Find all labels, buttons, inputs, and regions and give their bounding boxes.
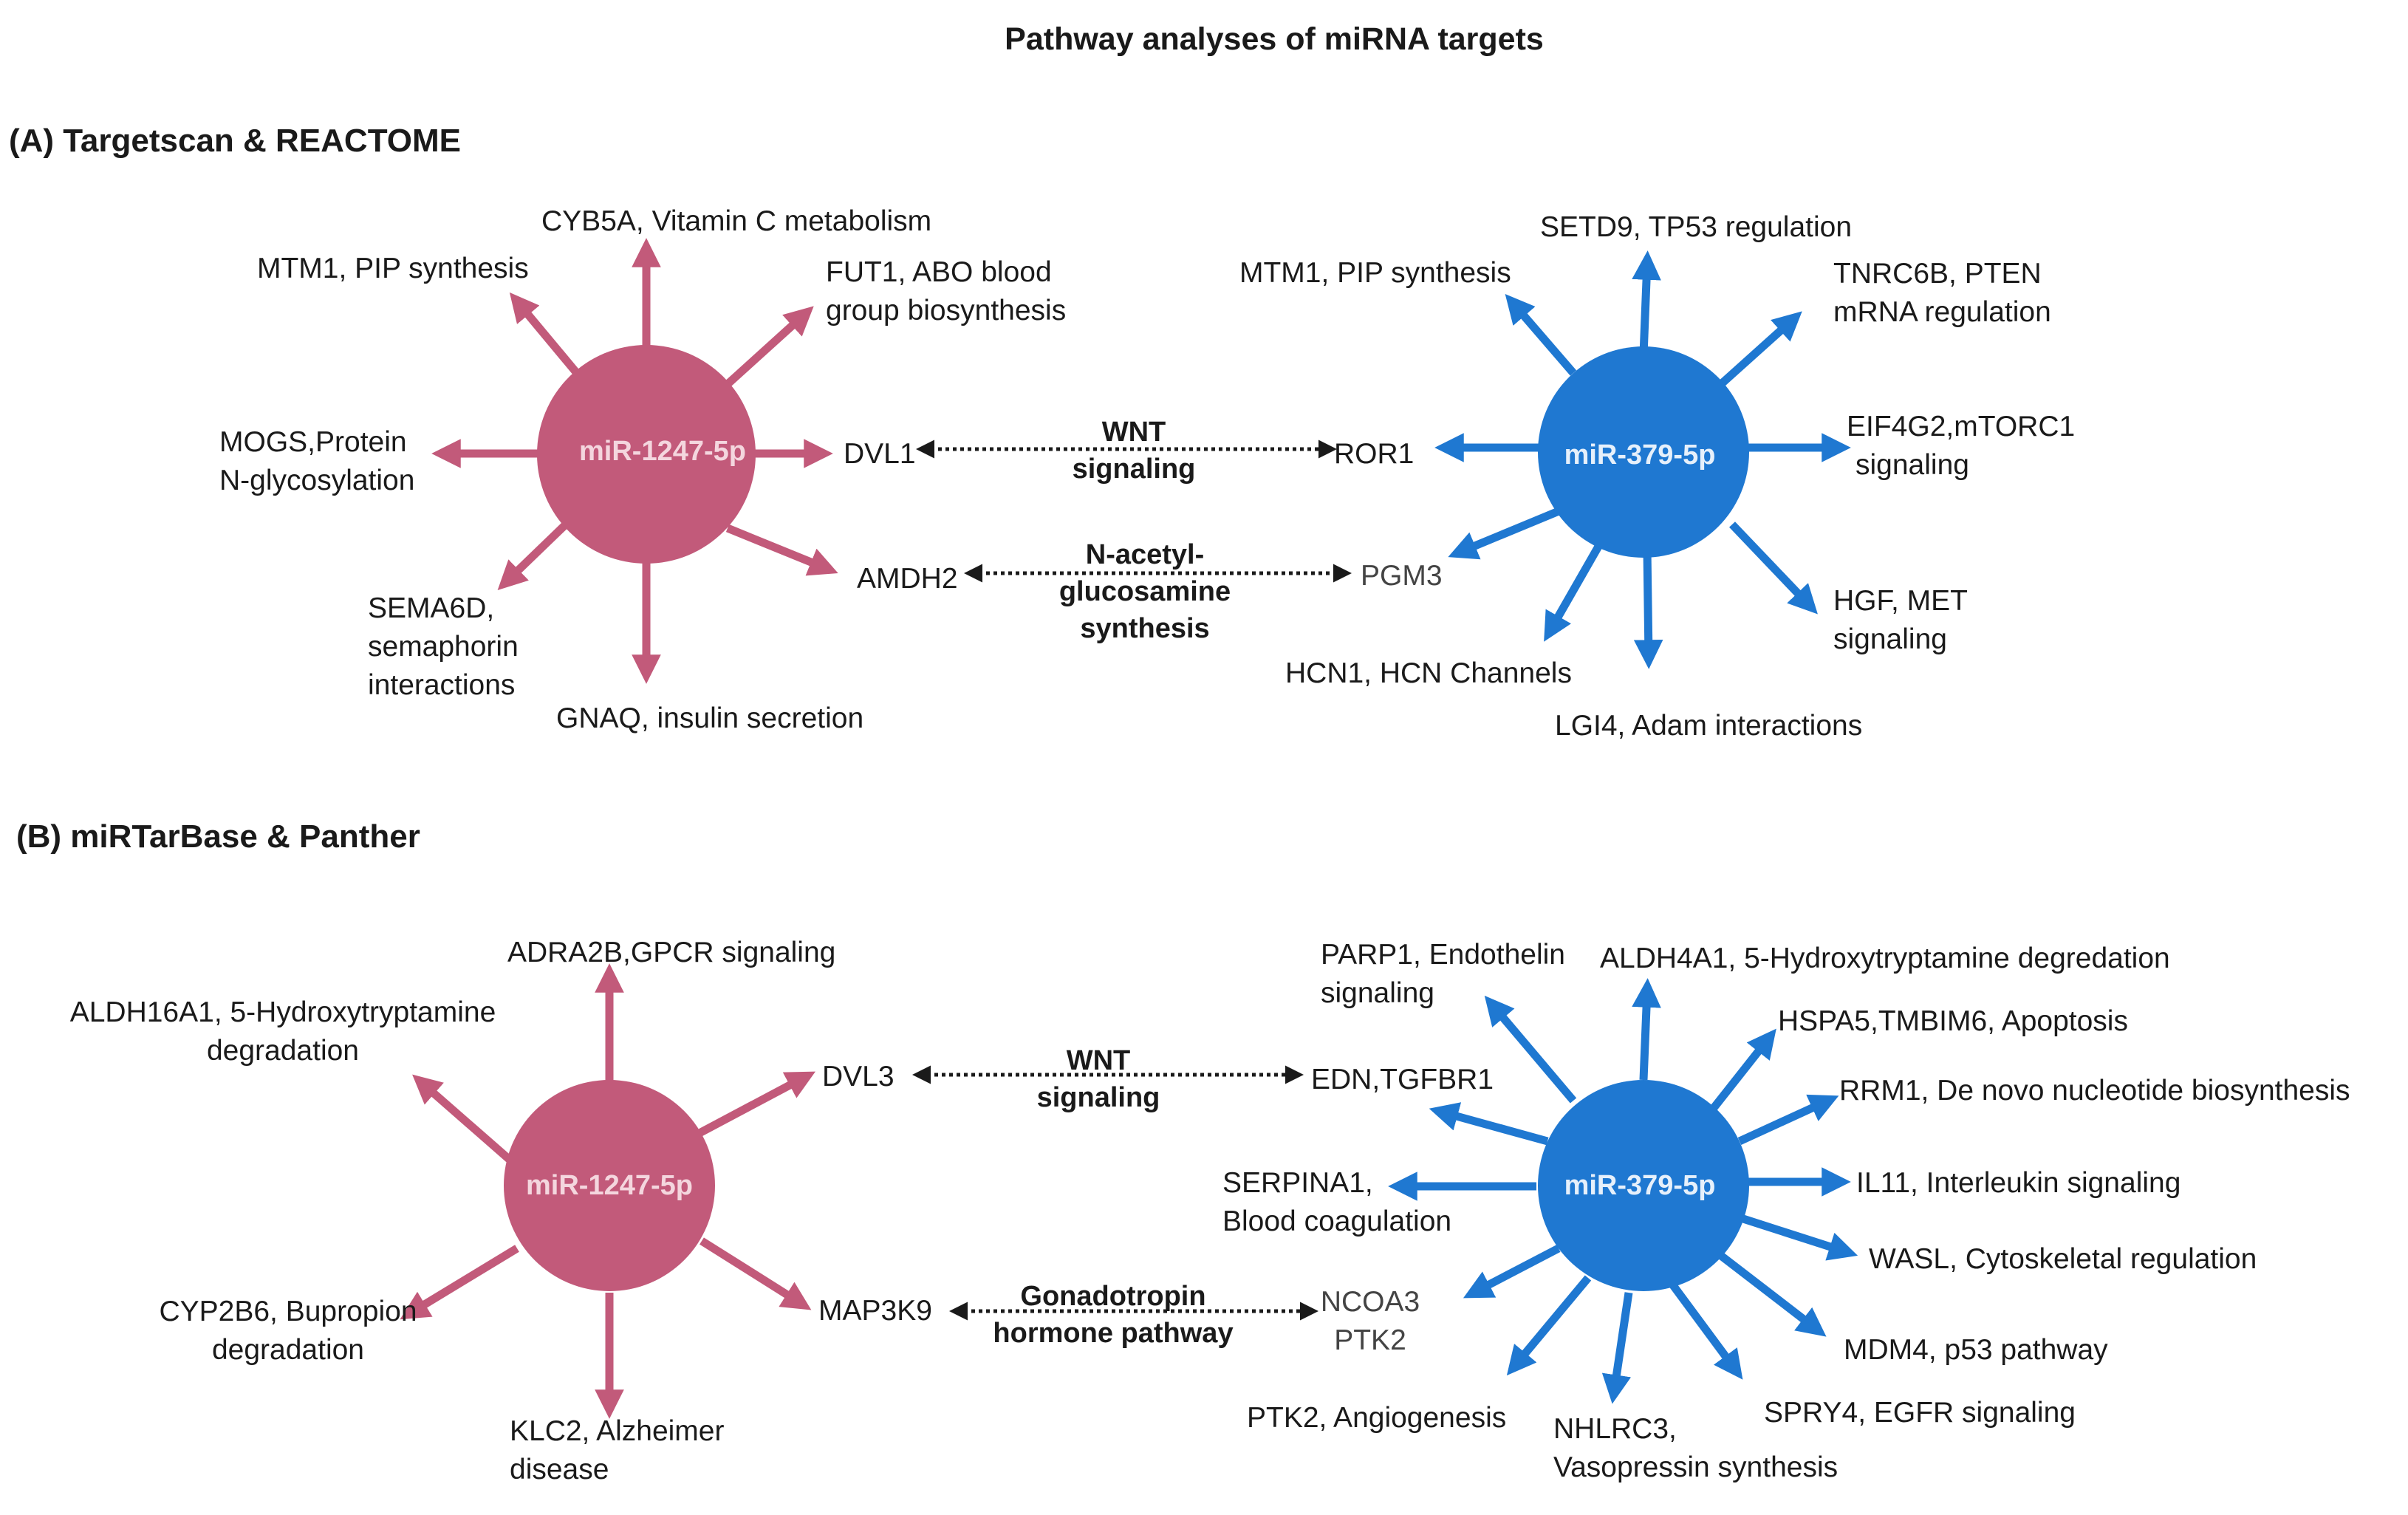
edge-a1-mtm1 bbox=[509, 292, 584, 380]
label-b2-nhlrc3: NHLRC3,Vasopressin synthesis bbox=[1553, 1413, 1838, 1483]
label-b1-map3k9: MAP3K9 bbox=[818, 1295, 932, 1327]
edge-a1-fut1 bbox=[725, 306, 814, 388]
edge-b2-edn bbox=[1429, 1102, 1549, 1146]
label-a1-dvl1: DVL1 bbox=[844, 438, 916, 470]
node-mir1247-b-label: miR-1247-5p bbox=[526, 1170, 693, 1201]
label-b2-il11: IL11, Interleukin signaling bbox=[1856, 1167, 2180, 1199]
node-mir1247-a-label: miR-1247-5p bbox=[579, 436, 746, 467]
edge-b1-cyp2b6 bbox=[400, 1245, 519, 1320]
panel-a-mir1247-hub bbox=[431, 238, 838, 684]
label-a1-gnaq: GNAQ, insulin secretion bbox=[556, 702, 863, 734]
edge-a2-setd9 bbox=[1632, 250, 1661, 355]
label-a2-ror1: ROR1 bbox=[1334, 438, 1414, 470]
edge-a2-pgm3 bbox=[1448, 505, 1564, 560]
edge-b1-map3k9 bbox=[700, 1237, 812, 1310]
panel-b-heading: (B) miRTarBase & Panther bbox=[16, 818, 420, 855]
edge-b2-wasl bbox=[1742, 1214, 1858, 1261]
edge-a2-hcn1 bbox=[1544, 543, 1603, 642]
node-mir379-a-label: miR-379-5p bbox=[1564, 440, 1716, 471]
label-a2-hcn1: HCN1, HCN Channels bbox=[1285, 657, 1572, 689]
label-a2-setd9: SETD9, TP53 regulation bbox=[1540, 211, 1852, 243]
edge-b2-rrm1 bbox=[1737, 1094, 1839, 1145]
edge-b2-spry4 bbox=[1669, 1282, 1743, 1380]
edge-a2-tnrc6b bbox=[1718, 311, 1802, 388]
edge-b2-mdm4 bbox=[1718, 1252, 1827, 1337]
figure-title: Pathway analyses of miRNA targets bbox=[1005, 21, 1544, 57]
edge-b2-nhlrc3 bbox=[1601, 1292, 1633, 1404]
label-b2-serpina1: SERPINA1,Blood coagulation bbox=[1222, 1167, 1451, 1237]
node-mir1247-b bbox=[504, 1080, 715, 1291]
label-b2-aldh4a1: ALDH4A1, 5-Hydroxytryptamine degredation bbox=[1600, 943, 2170, 974]
label-a1-amdh2: AMDH2 bbox=[857, 563, 958, 595]
edge-a1-amdh2 bbox=[725, 524, 838, 576]
label-b1-dvl3: DVL3 bbox=[822, 1061, 895, 1092]
edge-b2-hspa5 bbox=[1710, 1028, 1776, 1111]
edge-b1-dvl3 bbox=[696, 1071, 815, 1138]
edge-b2-ptk2 bbox=[1506, 1275, 1592, 1376]
label-b2-ptk2: PTK2, Angiogenesis bbox=[1247, 1402, 1506, 1434]
edge-b2-aldh4a1 bbox=[1632, 978, 1661, 1081]
label-b2-spry4: SPRY4, EGFR signaling bbox=[1764, 1397, 2076, 1429]
label-a1-mtm1: MTM1, PIP synthesis bbox=[257, 253, 529, 284]
label-a2-mtm1: MTM1, PIP synthesis bbox=[1239, 257, 1511, 289]
label-a2-pgm3: PGM3 bbox=[1361, 560, 1443, 592]
edge-a2-mtm1 bbox=[1505, 294, 1577, 376]
edge-a2-lgi4 bbox=[1633, 550, 1663, 669]
label-a2-lgi4: LGI4, Adam interactions bbox=[1555, 710, 1862, 742]
label-b2-hspa5: HSPA5,TMBIM6, Apoptosis bbox=[1778, 1005, 2128, 1037]
node-mir379-b bbox=[1538, 1080, 1749, 1291]
node-mir379-b-label: miR-379-5p bbox=[1564, 1170, 1716, 1201]
edge-b2-parp1 bbox=[1484, 995, 1577, 1104]
node-mir379-a bbox=[1538, 346, 1749, 558]
panel-a-mir379-hub bbox=[1434, 250, 1851, 669]
label-b2-mdm4: MDM4, p53 pathway bbox=[1844, 1334, 2108, 1366]
label-b2-wasl: WASL, Cytoskeletal regulation bbox=[1869, 1243, 2257, 1275]
label-a1-cyb5a: CYB5A, Vitamin C metabolism bbox=[541, 205, 931, 237]
panel-b-mir379-hub bbox=[1388, 978, 1858, 1404]
edge-b2-ncoa3 bbox=[1463, 1245, 1561, 1299]
edge-a1-sema6d bbox=[497, 519, 572, 590]
panel-b-mir1247-hub bbox=[400, 963, 815, 1419]
edge-b1-aldh16a1 bbox=[412, 1074, 513, 1163]
label-b1-adra2b: ADRA2B,GPCR signaling bbox=[507, 937, 835, 968]
panel-a-heading: (A) Targetscan & REACTOME bbox=[9, 123, 461, 159]
edge-a2-hgf bbox=[1729, 521, 1818, 615]
node-mir1247-a bbox=[537, 345, 756, 564]
label-b2-edn: EDN,TGFBR1 bbox=[1311, 1064, 1494, 1095]
label-b2-rrm1: RRM1, De novo nucleotide biosynthesis bbox=[1839, 1075, 2350, 1107]
